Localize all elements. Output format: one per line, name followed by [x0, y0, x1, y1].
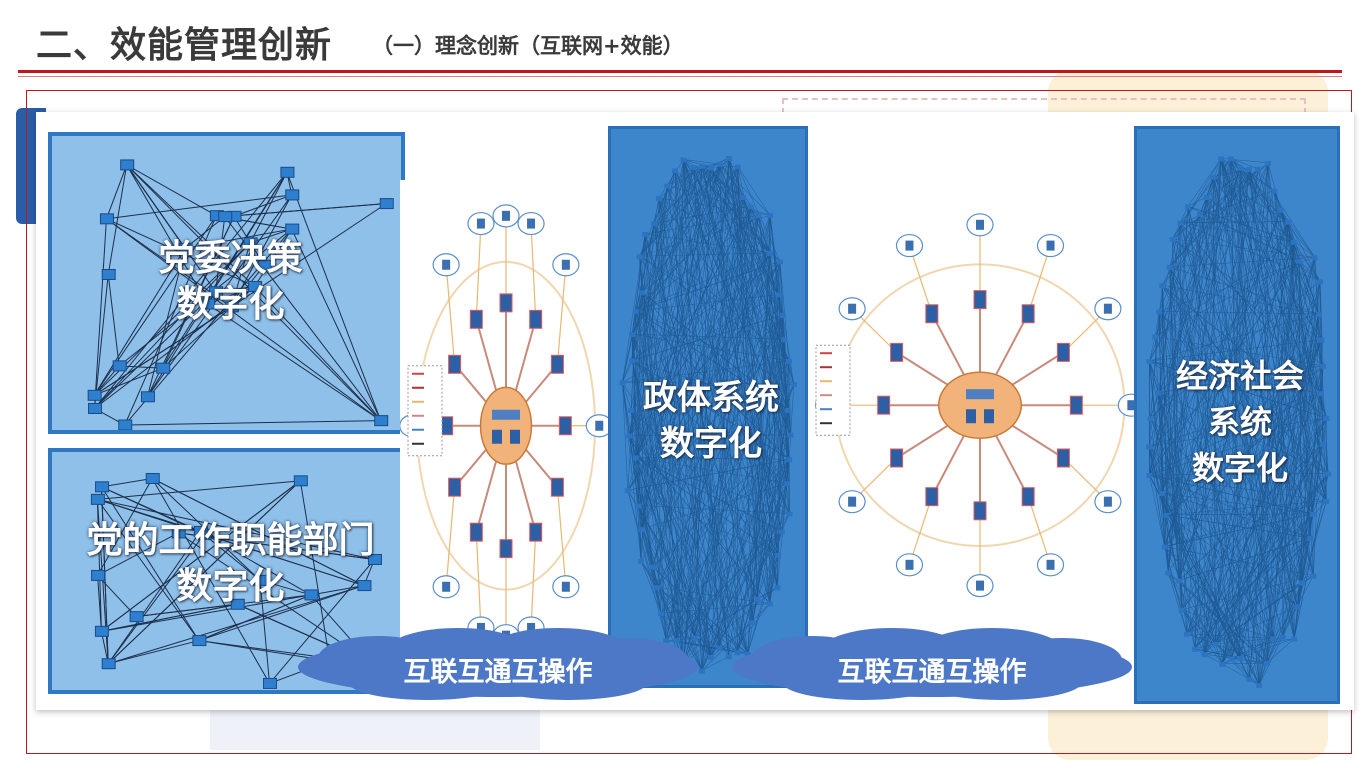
- network-panel-party-departments: 党的工作职能部门 数字化: [48, 448, 405, 694]
- cloud-icon: [732, 628, 1132, 700]
- diagram-slide: 党委决策 数字化 党的工作职能部门 数字化 政体系统 数字化 经济社会 系统 数…: [36, 112, 1354, 710]
- network-panel-party-decision: 党委决策 数字化: [48, 132, 405, 434]
- topology-icon: [400, 204, 612, 648]
- title-divider-thin: [18, 76, 1342, 77]
- panel-label-political-system: 政体系统 数字化: [643, 378, 779, 464]
- cloud-icon: [298, 628, 698, 700]
- topology-icon: [815, 213, 1145, 598]
- network-panel-economic-social: 经济社会 系统 数字化: [1134, 126, 1340, 704]
- panel-label-economic-social: 经济社会 系统 数字化: [1175, 357, 1304, 487]
- network-graph-icon: [87, 159, 394, 430]
- dense-network-icon: [1146, 156, 1332, 689]
- network-topology-diagram-1: [400, 180, 612, 692]
- interoperability-cloud-right: 互联互通互操作: [722, 620, 1142, 710]
- cloud-label-left: 互联互通互操作: [403, 657, 593, 688]
- panel-label-party-departments: 党的工作职能部门 数字化: [86, 520, 375, 607]
- dense-network-icon: [619, 155, 797, 674]
- page-subtitle: （一）理念创新（互联网+效能）: [372, 34, 684, 58]
- network-topology-diagram-2: [808, 194, 1152, 634]
- background-dashed-box: [782, 98, 1306, 114]
- page-title: 二、效能管理创新: [36, 25, 333, 66]
- network-panel-political-system: 政体系统 数字化: [608, 126, 808, 688]
- cloud-label-right: 互联互通互操作: [837, 657, 1027, 688]
- panel-label-party-decision: 党委决策 数字化: [158, 238, 303, 325]
- title-divider: [18, 70, 1342, 73]
- interoperability-cloud-left: 互联互通互操作: [288, 620, 708, 710]
